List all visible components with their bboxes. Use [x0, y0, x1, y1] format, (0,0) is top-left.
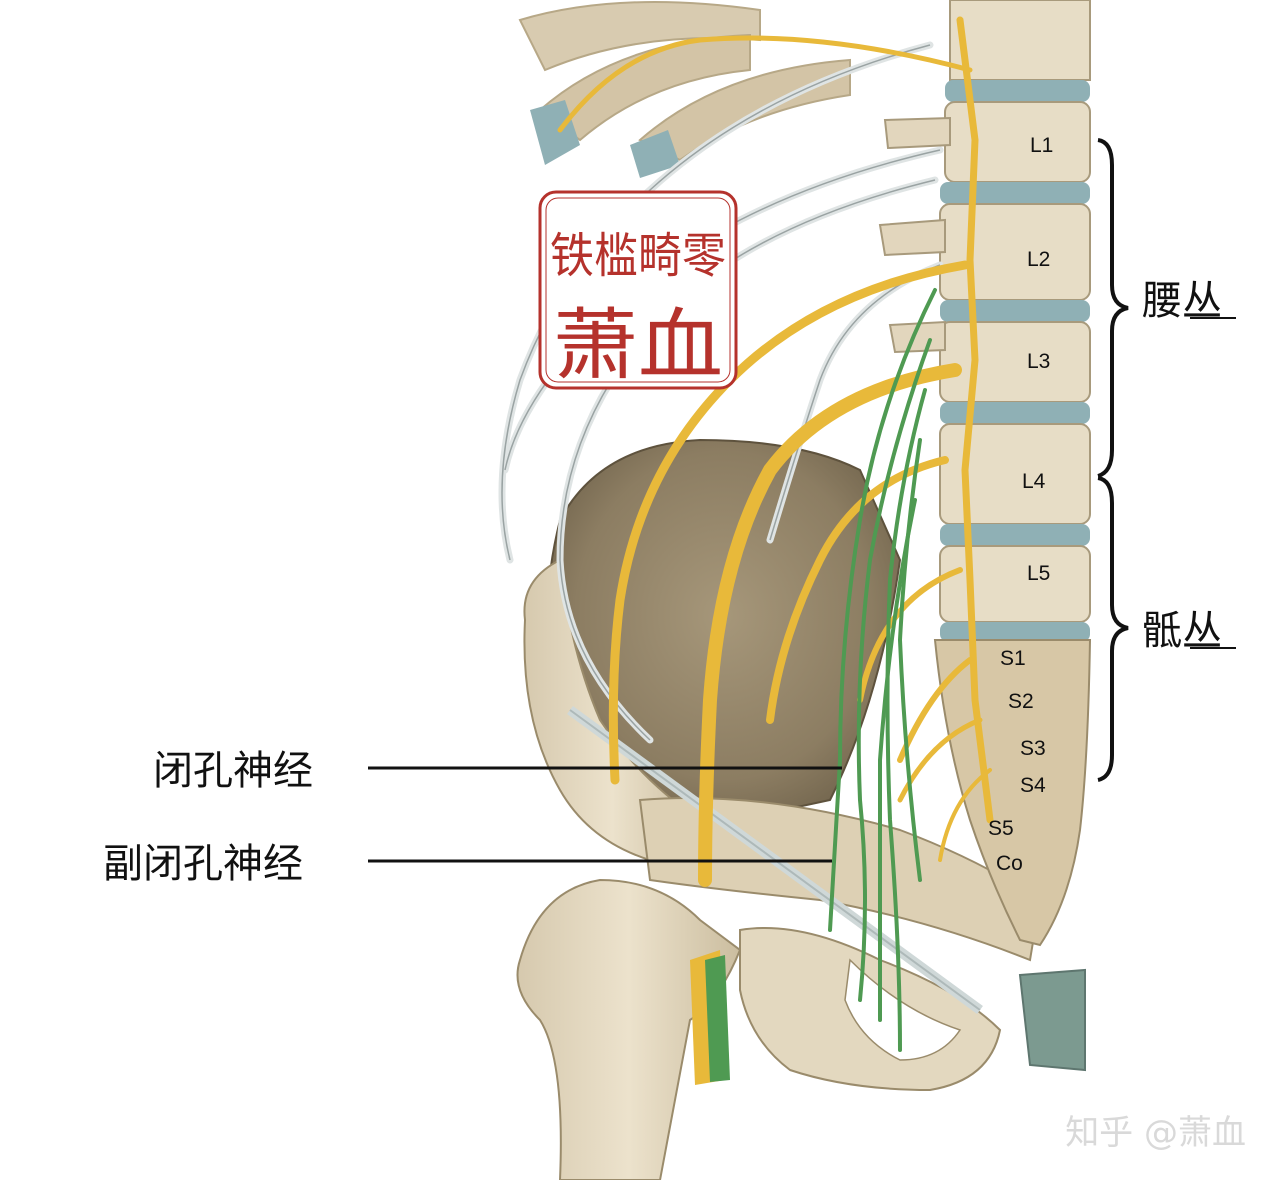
lumbar-plexus-brace [1097, 138, 1129, 478]
vertebra-label-s1: S1 [1000, 647, 1026, 670]
sacral-plexus-label: 骶丛 [1142, 608, 1222, 654]
accessory-obturator-nerve-callout: 副闭孔神经 [103, 841, 832, 887]
seal-top-text: 铁槛畸零 [550, 228, 726, 284]
vertebra-label-s3: S3 [1020, 737, 1046, 760]
vertebra-label-s4: S4 [1020, 774, 1046, 797]
vertebra-labels: L1 L2 L3 L4 L5 S1 S2 S3 S4 S5 Co [988, 134, 1053, 875]
seal-bottom-text: 萧血 [553, 301, 723, 391]
vertebra-label-co: Co [996, 852, 1023, 875]
obturator-nerve-callout: 闭孔神经 [153, 748, 842, 794]
sacral-plexus-brace [1097, 476, 1129, 782]
vertebra-label-l5: L5 [1027, 562, 1050, 585]
vertebra-label-s5: S5 [988, 817, 1014, 840]
vertebra-label-s2: S2 [1008, 690, 1034, 713]
accessory-obturator-nerve-label: 副闭孔神经 [103, 841, 303, 887]
yellow-nerves [557, 16, 994, 887]
vertebra-label-l1: L1 [1030, 134, 1053, 157]
obturator-nerve-label: 闭孔神经 [153, 748, 313, 794]
vertebra-label-l3: L3 [1027, 350, 1050, 373]
femoral-bundle [690, 950, 730, 1085]
lumbar-plexus-label: 腰丛 [1142, 278, 1222, 324]
vertebra-label-l2: L2 [1027, 248, 1050, 271]
seal-stamp: 铁槛畸零 萧血 [538, 190, 738, 391]
green-nerves [828, 288, 937, 1052]
watermark: 知乎 @萧血 [1065, 1113, 1246, 1153]
ribs [518, 1, 851, 178]
vertebra-label-l4: L4 [1022, 470, 1046, 493]
